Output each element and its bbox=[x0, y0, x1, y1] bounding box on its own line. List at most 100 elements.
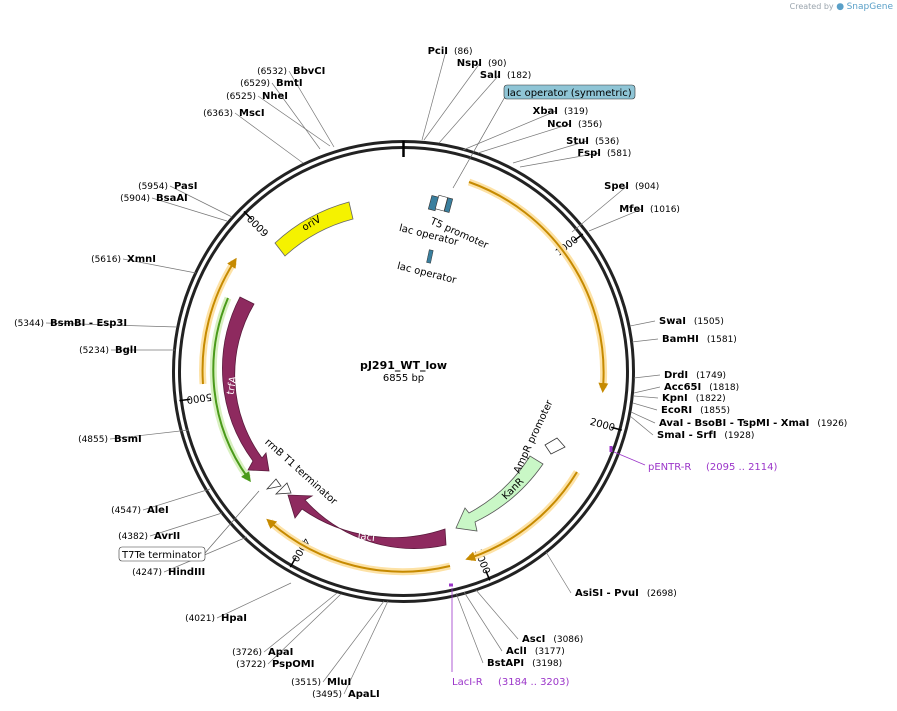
tick-mark-4000 bbox=[289, 557, 297, 568]
enzyme-site-BmtI[interactable]: (6529)BmtI bbox=[240, 78, 302, 89]
enzyme-site-AsiSI[interactable]: AsiSI - PvuI(2698) bbox=[575, 588, 677, 599]
enzyme-name-XmnI: XmnI bbox=[127, 254, 156, 265]
enzyme-position-ApaLI: (3495) bbox=[312, 690, 342, 700]
enzyme-site-MscI[interactable]: (6363)MscI bbox=[203, 108, 265, 119]
orf-arrow-3-core bbox=[266, 518, 451, 573]
enzyme-position-BglI: (5234) bbox=[79, 346, 109, 356]
enzyme-name-KpnI: KpnI bbox=[662, 393, 688, 404]
enzyme-position-SwaI: (1505) bbox=[694, 317, 724, 327]
enzyme-site-DrdI[interactable]: DrdI (1749) bbox=[664, 370, 726, 381]
enzyme-position-AvaI: (1926) bbox=[817, 419, 847, 429]
enzyme-position-AclI: (3177) bbox=[535, 647, 565, 657]
snapgene-watermark: Created by ● SnapGene bbox=[790, 2, 893, 12]
KanR-feature bbox=[455, 455, 544, 532]
enzyme-site-SmaI[interactable]: SmaI - SrfI(1928) bbox=[657, 430, 754, 441]
enzyme-site-PasI[interactable]: (5954)PasI bbox=[138, 181, 197, 192]
lac-operator-3-mark bbox=[426, 249, 434, 264]
enzyme-name-AclI: AclI bbox=[506, 646, 527, 657]
enzyme-leader-AleI bbox=[142, 488, 211, 511]
enzyme-labels: (86)PciI(90)NspI(182)SalI (319)XbaI (356)N… bbox=[14, 46, 847, 700]
enzyme-site-NcoI[interactable]: (356)NcoI bbox=[547, 119, 602, 130]
oriV-feature bbox=[274, 201, 354, 257]
enzyme-name-BmtI: BmtI bbox=[276, 78, 303, 89]
trfA-label: trfA bbox=[226, 375, 240, 395]
enzyme-name-MscI: MscI bbox=[239, 108, 265, 119]
enzyme-site-SpeI[interactable]: (904)SpeI bbox=[604, 181, 659, 192]
enzyme-site-ApaI[interactable]: (3726)ApaI bbox=[232, 647, 293, 658]
enzyme-site-PciI[interactable]: (86)PciI bbox=[428, 46, 473, 57]
enzyme-leader-lines bbox=[45, 50, 661, 695]
enzyme-site-BsaAI[interactable]: (5904)BsaAI bbox=[120, 193, 188, 204]
enzyme-site-MluI[interactable]: (3515)MluI bbox=[291, 677, 351, 688]
enzyme-site-HindIII[interactable]: (4247) HindIII bbox=[132, 567, 205, 578]
enzyme-leader-Acc65I bbox=[633, 386, 661, 394]
enzyme-site-PspOMI[interactable]: (3722)PspOMI bbox=[236, 659, 314, 670]
enzyme-name-HpaI: HpaI bbox=[221, 613, 247, 624]
enzyme-leader-SalI bbox=[438, 74, 500, 144]
enzyme-site-BsmBI[interactable]: (5344)BsmBI - Esp3I bbox=[14, 318, 127, 329]
T7Te-terminator-box bbox=[118, 546, 206, 562]
enzyme-position-KpnI: (1822) bbox=[696, 394, 726, 404]
enzyme-site-BglI[interactable]: (5234)BglI bbox=[79, 345, 137, 356]
tick-mark-1000 bbox=[573, 233, 584, 242]
enzyme-leader-AvaI bbox=[630, 411, 656, 424]
enzyme-leader-AsiSI bbox=[545, 551, 572, 594]
enzyme-leader-BstAPI bbox=[455, 592, 484, 664]
enzyme-site-Acc65I[interactable]: Acc65I(1818) bbox=[664, 382, 739, 393]
lac-operator-symmetric-label: lac operator (symmetric) bbox=[507, 88, 632, 99]
enzyme-site-AvaI[interactable]: AvaI - BsoBI - TspMI - XmaI(1926) bbox=[659, 418, 847, 429]
primer-pENTR-R: pENTR-R (2095 .. 2114) bbox=[609, 446, 778, 473]
enzyme-site-BsmI[interactable]: (4855)BsmI bbox=[78, 434, 142, 445]
enzyme-leader-BsmI bbox=[109, 429, 190, 440]
enzyme-leader-BsaAI bbox=[151, 197, 228, 222]
enzyme-leader-NcoI bbox=[477, 123, 571, 154]
tick-mark-2000 bbox=[610, 426, 622, 431]
enzyme-leader-SwaI bbox=[629, 320, 656, 327]
LacI-R-name: LacI-R bbox=[452, 677, 483, 688]
enzyme-name-DrdI: DrdI bbox=[664, 370, 688, 381]
enzyme-site-StuI[interactable]: (536)StuI bbox=[566, 136, 619, 147]
enzyme-leader-AscI bbox=[475, 589, 519, 640]
orf-arrow-4-core bbox=[201, 257, 237, 385]
enzyme-leader-ApaI bbox=[263, 592, 338, 653]
enzyme-site-SalI[interactable]: (182)SalI bbox=[480, 70, 531, 81]
enzyme-leader-SpeI bbox=[571, 185, 628, 233]
pENTR-R-range: (2095 .. 2114) bbox=[706, 462, 778, 473]
enzyme-leader-StuI bbox=[512, 140, 588, 164]
enzyme-site-NheI[interactable]: (6525)NheI bbox=[226, 91, 288, 102]
lac-operator-2-label: lac operator bbox=[396, 261, 458, 287]
enzyme-position-XmnI: (5616) bbox=[91, 255, 121, 265]
enzyme-site-BamHI[interactable]: BamHI(1581) bbox=[662, 334, 737, 345]
enzyme-site-NspI[interactable]: (90)NspI bbox=[457, 58, 507, 69]
enzyme-site-BbvCI[interactable]: (6532)BbvCI bbox=[257, 66, 325, 77]
trfA-feature bbox=[222, 296, 270, 472]
enzyme-site-AleI[interactable]: (4547)AleI bbox=[111, 505, 169, 516]
enzyme-site-AclI[interactable]: AclI (3177) bbox=[506, 646, 565, 657]
enzyme-site-KpnI[interactable]: KpnI (1822) bbox=[662, 393, 726, 404]
enzyme-position-AscI: (3086) bbox=[553, 635, 583, 645]
enzyme-leader-FspI bbox=[519, 152, 600, 168]
enzyme-position-PasI: (5954) bbox=[138, 182, 168, 192]
enzyme-site-MfeI[interactable]: (1016)MfeI bbox=[619, 204, 680, 215]
enzyme-name-BbvCI: BbvCI bbox=[293, 66, 325, 77]
enzyme-site-ApaLI[interactable]: (3495) ApaLI bbox=[312, 689, 380, 700]
enzyme-site-HpaI[interactable]: (4021)HpaI bbox=[185, 613, 247, 624]
enzyme-site-BstAPI[interactable]: BstAPI(3198) bbox=[487, 658, 562, 669]
enzyme-name-MfeI: MfeI bbox=[619, 204, 644, 215]
enzyme-position-BsaAI: (5904) bbox=[120, 194, 150, 204]
enzyme-position-HindIII: (4247) bbox=[132, 568, 162, 578]
enzyme-site-SwaI[interactable]: SwaI(1505) bbox=[659, 316, 724, 327]
enzyme-site-EcoRI[interactable]: EcoRI(1855) bbox=[661, 405, 730, 416]
enzyme-position-DrdI: (1749) bbox=[696, 371, 726, 381]
enzyme-site-FspI[interactable]: (581)FspI bbox=[577, 148, 631, 159]
enzyme-name-HindIII: HindIII bbox=[168, 567, 205, 578]
enzyme-name-NheI: NheI bbox=[262, 91, 288, 102]
enzyme-site-AscI[interactable]: AscI(3086) bbox=[522, 634, 583, 645]
enzyme-site-XbaI[interactable]: (319)XbaI bbox=[533, 106, 589, 117]
enzyme-site-AvrII[interactable]: (4382)AvrII bbox=[118, 531, 180, 542]
enzyme-name-PciI: PciI bbox=[428, 46, 448, 57]
enzyme-leader-NheI bbox=[257, 95, 331, 147]
enzyme-name-ApaLI: ApaLI bbox=[348, 689, 380, 700]
enzyme-site-XmnI[interactable]: (5616) XmnI bbox=[91, 254, 156, 265]
